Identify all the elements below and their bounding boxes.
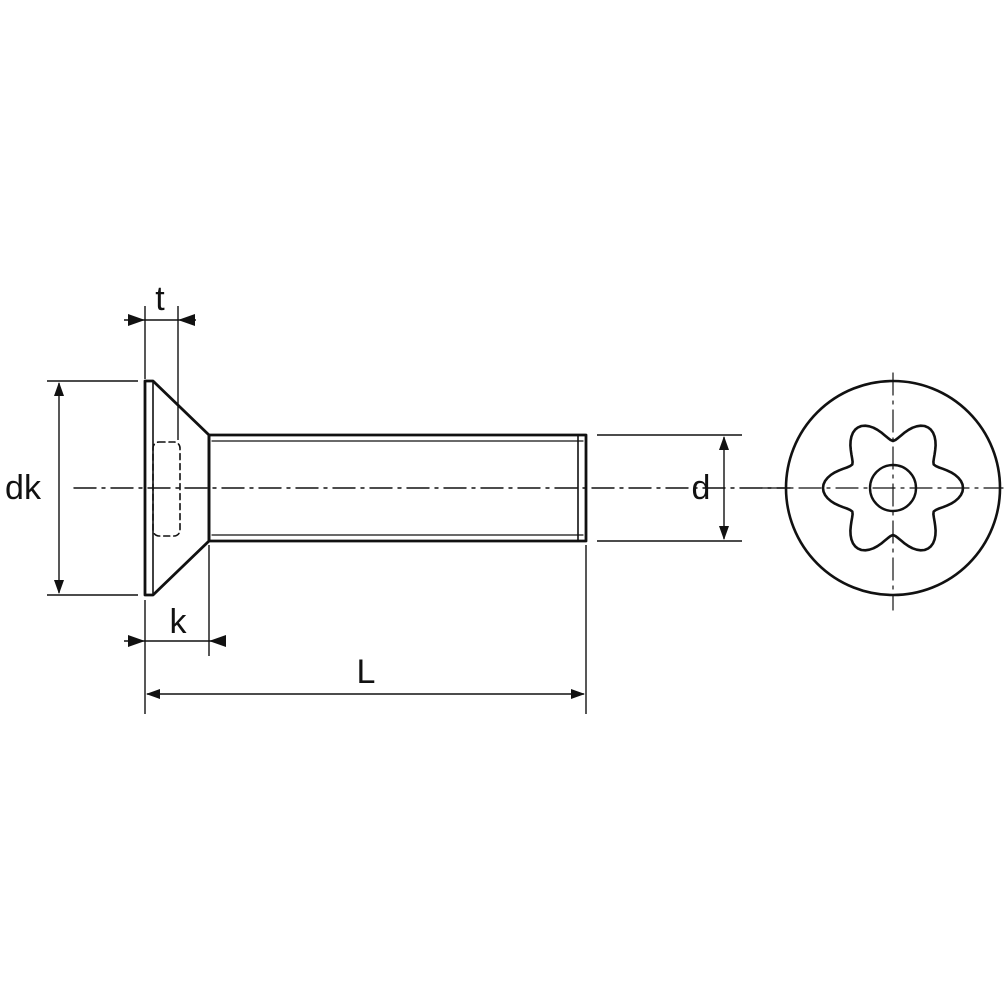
screw-shank xyxy=(207,433,588,543)
side-view xyxy=(73,379,791,597)
d-label: d xyxy=(692,469,711,507)
k-arrow-left xyxy=(128,635,145,647)
dimension-labels: t dk k L d xyxy=(5,280,710,691)
dk-label: dk xyxy=(5,469,42,507)
t-arrow-left xyxy=(128,314,145,326)
dimension-lines xyxy=(47,306,742,714)
t-arrow-right xyxy=(178,314,195,326)
torx-recess-hidden-line xyxy=(152,441,181,537)
end-view xyxy=(761,372,1004,611)
t-label: t xyxy=(155,280,165,318)
k-arrow-right xyxy=(209,635,226,647)
security-pin xyxy=(868,463,918,513)
k-label: k xyxy=(170,603,188,641)
l-label: L xyxy=(357,653,376,691)
torx-recess xyxy=(821,424,965,552)
